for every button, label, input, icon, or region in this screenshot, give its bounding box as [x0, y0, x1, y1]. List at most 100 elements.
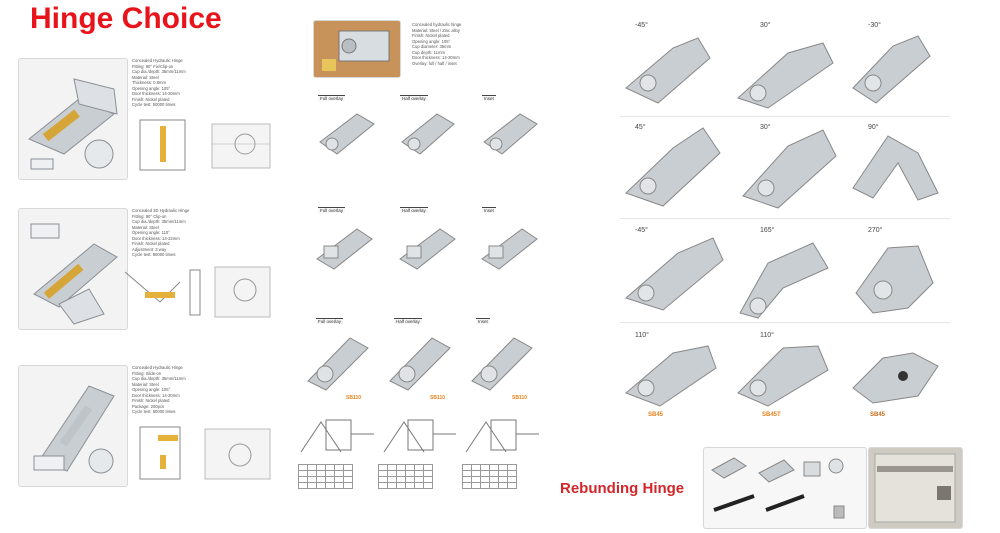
- spec-line: Material: Steel: [132, 224, 159, 230]
- hinge-icon: [481, 228, 538, 270]
- angle-hinge-grid: [625, 35, 939, 407]
- spec-line: Finish: Nickel plated: [412, 33, 450, 38]
- cabinet-interior-photo: [868, 447, 963, 529]
- hinge-icon: [625, 345, 717, 407]
- model-label: SB110: [430, 395, 446, 401]
- overlay-label: Half overlay: [394, 318, 422, 324]
- spec-line: Material: Steel: [132, 381, 159, 387]
- hinge-icon: [739, 242, 829, 319]
- spec-line: Package: 200pcs: [132, 403, 165, 409]
- spec-line: Fitting: Slide-on: [132, 370, 162, 376]
- hinge-icon: [742, 129, 837, 209]
- hinge-icon: [737, 345, 829, 407]
- drawing-icon: [383, 419, 456, 453]
- overlay-label: Half overlay: [400, 95, 428, 101]
- angle-label: -45°: [635, 22, 648, 29]
- spec-line: Fitting: 90° Fix/Clip-on: [132, 63, 174, 69]
- cabinet-interior-icon: [869, 448, 962, 528]
- dimension-drawing-1: [139, 119, 271, 171]
- angle-label: -45°: [635, 227, 648, 234]
- spec-line: Opening angle: 105°: [132, 387, 171, 392]
- spec-line: Cup diameter: 35mm: [412, 44, 452, 49]
- spec-line: Concealed Hydraulic Hinge: [132, 365, 183, 370]
- angle-label: 30°: [760, 22, 771, 29]
- spec-line: Adjustment: 3 way: [132, 246, 167, 252]
- overlay-label: Half overlay: [400, 207, 428, 213]
- spec-list-1: Concealed Hydraulic Hinge Fitting: 90° F…: [132, 58, 186, 108]
- spec-line: Cup dia./depth: 35mm/11mm: [132, 219, 186, 224]
- overlay-label: Inset: [482, 207, 496, 213]
- hinge-row-3: [307, 337, 533, 391]
- hinge-icon: [852, 35, 931, 104]
- spec-line: Cup depth: 11mm: [412, 49, 445, 55]
- spec-line: Opening angle: 105°: [412, 38, 451, 44]
- dimension-table-1: [298, 464, 353, 489]
- hinge-icon: [855, 245, 934, 314]
- model-label: SB45: [648, 412, 664, 418]
- angle-label: 165°: [760, 227, 775, 234]
- spec-line: Overlay: full / half / inset: [412, 60, 457, 66]
- hinge-icon: [625, 237, 724, 311]
- angle-label: 90°: [868, 124, 879, 131]
- spec-line: Opening angle: 105°: [132, 85, 171, 91]
- hinge-row-1: [319, 113, 538, 155]
- hinge-photo-2: [18, 208, 128, 330]
- spec-line: Cup dia./depth: 35mm/11mm: [132, 376, 186, 381]
- hinge-icon: [625, 37, 711, 104]
- angle-label: 110°: [635, 332, 649, 339]
- hinge-image-icon: [30, 223, 118, 325]
- overlay-label: Full overlay: [316, 318, 344, 324]
- cabinet-photo: [313, 20, 401, 78]
- hinge-photo-1: [18, 58, 128, 180]
- rebunding-hinge-label: Rebunding Hinge: [560, 480, 685, 497]
- drawing-icon: [300, 419, 374, 453]
- model-label: SB45T: [762, 412, 781, 418]
- hinge-row-2: [316, 228, 538, 270]
- overlay-label: Full overlay: [318, 207, 346, 213]
- hinge-icon: [625, 127, 721, 207]
- hinge-icon: [399, 228, 456, 270]
- row-separator: [620, 322, 950, 323]
- spec-line: Concealed hydraulic hinge: [412, 22, 462, 27]
- angle-label: 30°: [760, 124, 771, 131]
- spec-list-3: Concealed Hydraulic Hinge Fitting: Slide…: [132, 365, 186, 415]
- middle-spec-list: Concealed hydraulic hinge Material: Stee…: [412, 22, 461, 66]
- drawing-icon: [465, 419, 539, 453]
- technical-drawings: [300, 419, 539, 453]
- hinge-icon: [307, 337, 369, 391]
- spec-line: Opening angle: 110°: [132, 230, 170, 235]
- overlay-label: Inset: [482, 95, 496, 101]
- spec-line: Material: Steel / Zinc alloy: [412, 27, 460, 33]
- spec-line: Finish: Nickel plated: [132, 398, 170, 403]
- hinge-icon: [737, 42, 834, 109]
- hinge-icon: [852, 352, 939, 404]
- rebunding-parts-photo: [703, 447, 867, 529]
- spec-line: Concealed Hydraulic Hinge: [132, 58, 183, 63]
- spec-line: Door thickness: 14-20mm: [132, 91, 180, 96]
- cabinet-hinge-icon: [314, 21, 400, 77]
- angle-label: 270°: [868, 227, 883, 234]
- spec-line: Cup dia./depth: 35mm/11mm: [132, 69, 186, 74]
- hinge-photo-3: [18, 365, 128, 487]
- dimension-drawing-3: [139, 426, 271, 480]
- spec-line: Door thickness: 14-22mm: [132, 235, 180, 241]
- overlay-label: Full overlay: [318, 95, 346, 101]
- dimension-drawing-2: [124, 266, 271, 318]
- spec-line: Door thickness: 14-20mm: [412, 55, 460, 60]
- spec-line: Finish: Nickel plated: [132, 241, 170, 246]
- page-title: Hinge Choice: [30, 2, 222, 35]
- row-separator: [620, 116, 950, 117]
- spec-line: Cycle test: 50000 times: [132, 409, 176, 414]
- hinge-image-icon: [28, 78, 118, 170]
- hinge-icon: [389, 337, 451, 391]
- angle-label: -30°: [868, 22, 881, 29]
- overlay-label: Inset: [476, 318, 490, 324]
- row-separator: [620, 218, 950, 219]
- angle-label: 110°: [760, 332, 774, 339]
- spec-line: Cycle test: 50000 times: [132, 102, 176, 107]
- spec-line: Thickness: 0.8mm: [132, 80, 166, 85]
- hinge-icon: [401, 113, 455, 155]
- model-label: SB110: [346, 395, 362, 401]
- hinge-icon: [852, 135, 939, 201]
- model-label: SB110: [512, 395, 528, 401]
